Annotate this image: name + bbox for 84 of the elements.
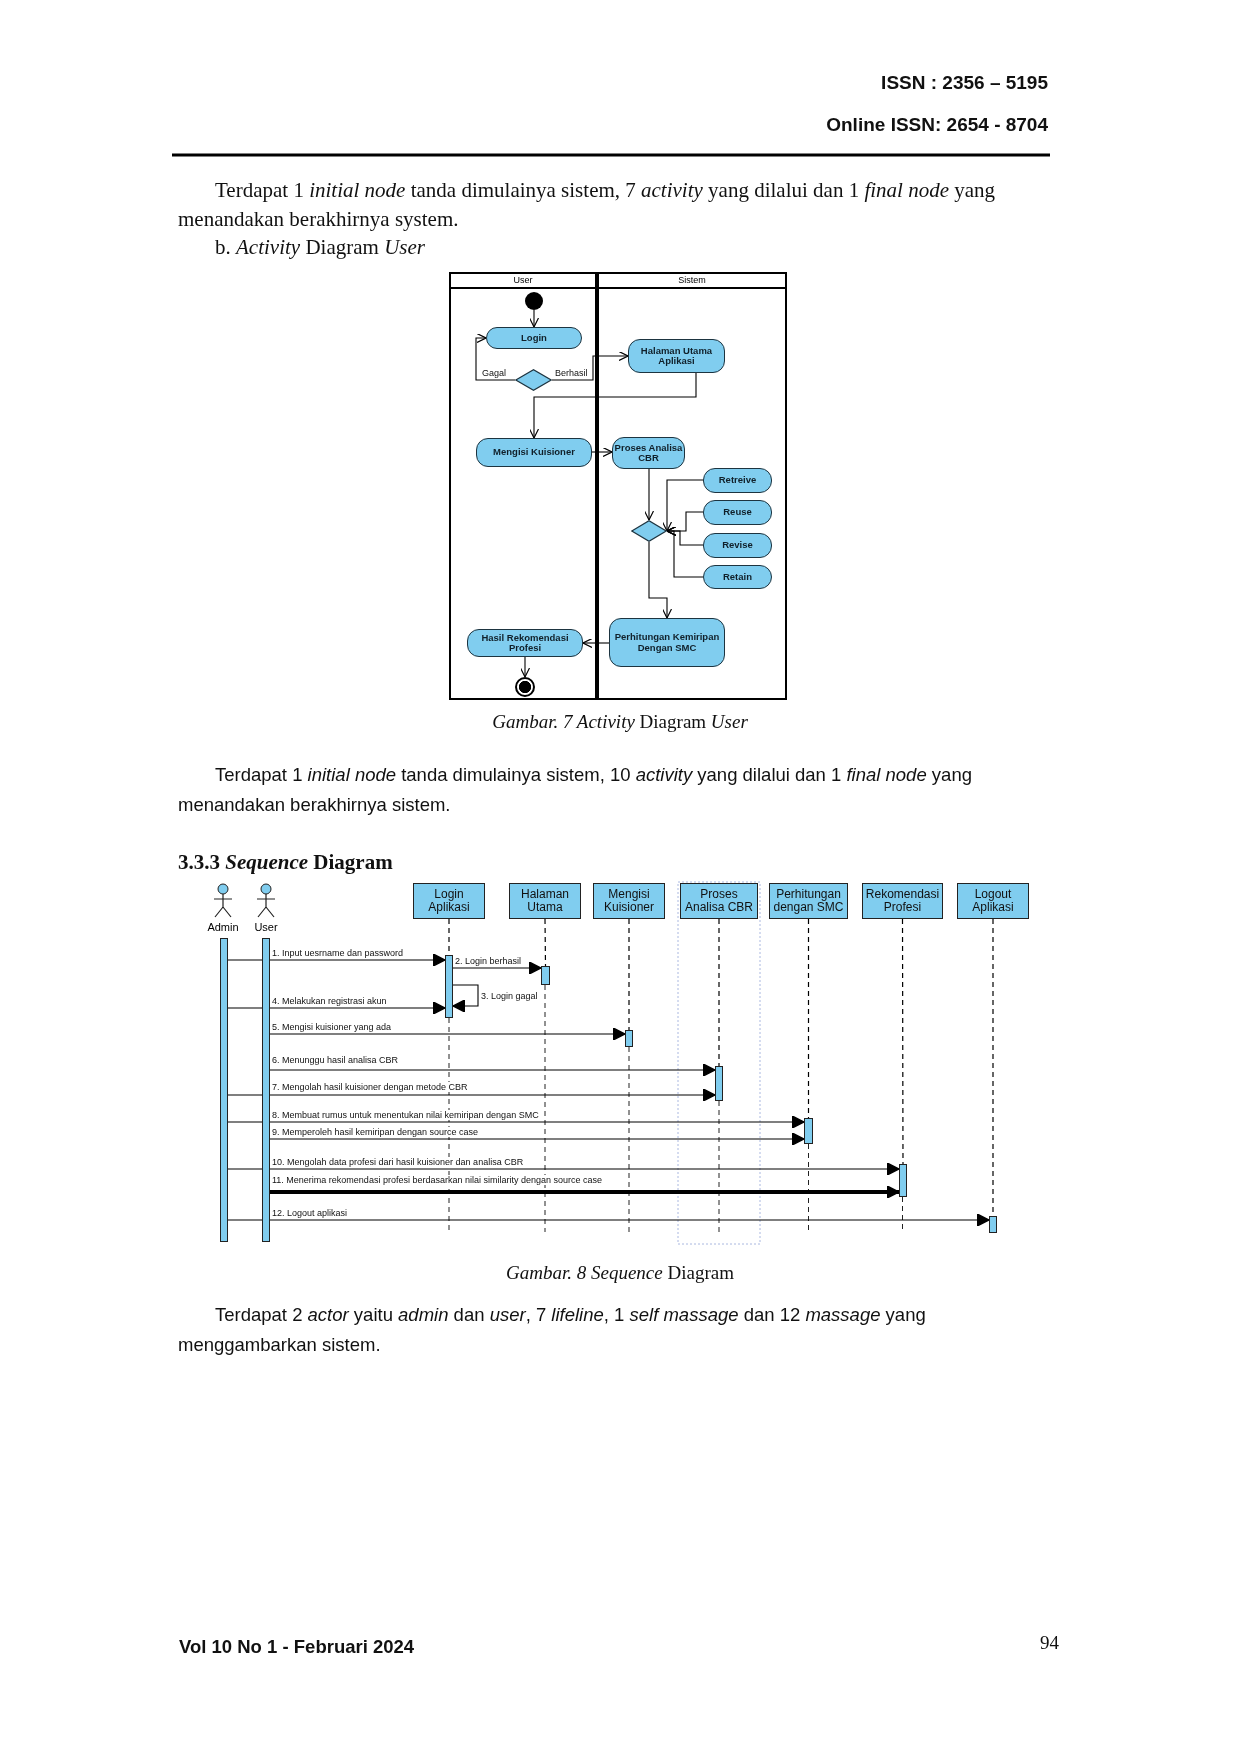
arrow xyxy=(270,1185,900,1199)
actor-name: User xyxy=(253,921,279,934)
edge-label: 6. Menunggu hasil analisa CBR xyxy=(272,1055,399,1065)
arrow xyxy=(227,1115,805,1129)
activation-bar xyxy=(262,938,270,1242)
arrow xyxy=(269,1027,626,1041)
paragraph: Terdapat 1 initial node tanda dimulainya sistem, 7 activity yang dilalui dan 1 final node yang menandakan berakhirnya system. xyxy=(178,177,997,233)
lifeline-box: Perhitungan dengan SMC xyxy=(769,883,848,919)
arrow xyxy=(227,1001,446,1015)
activation-bar xyxy=(541,966,550,985)
edge-label: 11. Menerima rekomendasi profesi berdasarkan nilai similarity dengan source case xyxy=(272,1175,602,1185)
arrow xyxy=(227,1162,900,1176)
arrow xyxy=(227,1088,716,1102)
arrow xyxy=(227,953,446,967)
activity-node: Retain xyxy=(703,565,772,589)
arrow xyxy=(475,332,516,381)
edge-label: 4. Melakukan registrasi akun xyxy=(272,996,387,1006)
swimlane xyxy=(597,272,787,700)
edge-label: 7. Mengolah hasil kuisioner dengan metode CBR xyxy=(272,1082,468,1092)
edge-label: 3. Login gagal xyxy=(481,991,538,1001)
arrow xyxy=(452,961,542,975)
figure-caption: Gambar. 8 Sequence Diagram xyxy=(506,1262,734,1284)
arrow xyxy=(643,468,655,521)
actor-name: Admin xyxy=(206,921,240,934)
decision-diamond xyxy=(631,520,667,542)
paragraph: Terdapat 1 initial node tanda dimulainya sistem, 10 activity yang dilalui dan 1 final node yang menandakan berakhirnya sistem. xyxy=(178,763,973,817)
lane-header: Sistem xyxy=(599,274,785,289)
activity-node: Halaman Utama Aplikasi xyxy=(628,339,725,373)
arrow xyxy=(227,1213,990,1227)
activity-node: Proses Analisa CBR xyxy=(612,437,685,469)
lane-header: User xyxy=(451,274,595,289)
lifeline-box: Halaman Utama xyxy=(509,883,581,919)
edge-label: Gagal xyxy=(482,368,507,378)
footer-text: Vol 10 No 1 - Februari 2024 xyxy=(179,1636,415,1658)
arrow xyxy=(528,309,540,328)
activity-node: Mengisi Kuisioner xyxy=(476,438,592,467)
arrow xyxy=(551,350,629,381)
activity-node: Retreive xyxy=(703,468,772,493)
activation-bar xyxy=(989,1216,997,1233)
activity-node: Hasil Rekomendasi Profesi xyxy=(467,629,583,657)
edge-label: 2. Login berhasil xyxy=(455,956,522,966)
issn-text: Online ISSN: 2654 - 8704 xyxy=(826,114,1048,136)
edge-label: 1. Input uesrname dan password xyxy=(272,948,404,958)
swimlane xyxy=(449,272,597,700)
arrow xyxy=(528,372,697,439)
activity-node: Reuse xyxy=(703,500,772,525)
activation-bar xyxy=(625,1030,633,1047)
arrow xyxy=(269,1132,805,1146)
arrow xyxy=(591,446,613,458)
lifeline-box: Mengisi Kuisioner xyxy=(593,883,665,919)
activation-bar xyxy=(715,1066,723,1101)
edge-label: 9. Memperoleh hasil kemiripan dengan source case xyxy=(272,1127,479,1137)
activity-node: Login xyxy=(486,327,582,349)
edge-label: 12. Logout aplikasi xyxy=(272,1208,348,1218)
section-heading: 3.3.3 Sequence Diagram xyxy=(178,850,393,875)
arrow xyxy=(582,637,610,649)
activation-bar xyxy=(804,1118,813,1144)
edge-label: 10. Mengolah data profesi dari hasil kuisioner dan analisa CBR xyxy=(272,1157,524,1167)
subsection-heading: b. Activity Diagram User xyxy=(215,235,425,260)
lifeline-box: Login Aplikasi xyxy=(413,883,485,919)
issn-text: ISSN : 2356 – 5195 xyxy=(881,72,1048,94)
arrow xyxy=(269,1063,716,1077)
figure-caption: Gambar. 7 Activity Diagram User xyxy=(492,711,748,733)
paragraph: Terdapat 2 actor yaitu admin dan user, 7 lifeline, 1 self massage dan 12 massage yang menggambarkan sistem. xyxy=(178,1303,927,1357)
edge-label: 8. Membuat rumus untuk menentukan nilai kemiripan dengan SMC xyxy=(272,1110,539,1120)
arrow xyxy=(666,525,704,578)
arrow xyxy=(661,479,704,532)
initial-node xyxy=(525,292,543,310)
decision-diamond xyxy=(515,369,552,391)
edge-label: 5. Mengisi kuisioner yang ada xyxy=(272,1022,392,1032)
activation-bar xyxy=(220,938,228,1242)
lifeline-box: Proses Analisa CBR xyxy=(680,883,758,919)
activity-node: Perhitungan Kemiripan Dengan SMC xyxy=(609,618,725,667)
arrow xyxy=(452,984,479,1013)
arrow xyxy=(648,541,673,619)
activation-bar xyxy=(445,955,453,1018)
page-number: 94 xyxy=(1040,1632,1059,1654)
lifeline-box: Rekomendasi Profesi xyxy=(862,883,943,919)
activation-bar xyxy=(899,1164,907,1197)
edge-label: Berhasil xyxy=(555,368,588,378)
final-node xyxy=(515,677,535,697)
lifeline-box: Logout Aplikasi xyxy=(957,883,1029,919)
arrow xyxy=(519,656,531,678)
activity-node: Revise xyxy=(703,533,772,558)
